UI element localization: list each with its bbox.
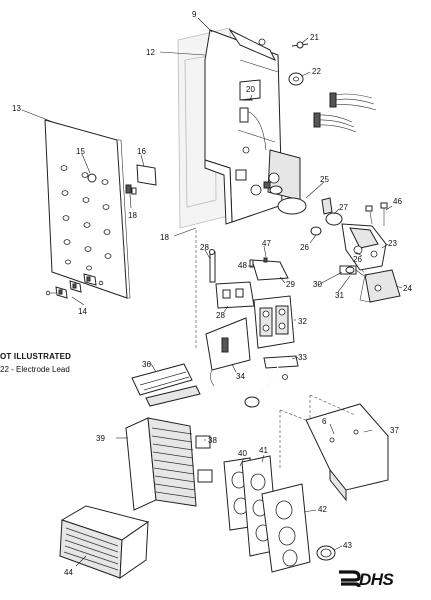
callout-23: 23 (388, 239, 397, 248)
callout-28b: 28 (216, 311, 225, 320)
wire-harness (313, 92, 377, 133)
callout-31: 31 (335, 291, 344, 300)
burner-tray-44 (59, 505, 150, 579)
callout-18: 18 (128, 211, 137, 220)
callout-25: 25 (320, 175, 329, 184)
callout-22: 22 (312, 67, 321, 76)
sight-glass-icon (87, 173, 97, 183)
callout-16: 16 (137, 147, 146, 156)
burner-36 (131, 361, 201, 407)
callout-43: 43 (343, 541, 352, 550)
panel-holes (60, 165, 112, 271)
callout-14: 14 (78, 307, 87, 316)
control-module-group (195, 79, 296, 387)
clip-18 (125, 184, 137, 209)
callout-15: 15 (76, 147, 85, 156)
callout-26b: 26 (353, 255, 362, 264)
callout-26: 26 (300, 243, 309, 252)
label-plate (136, 154, 157, 186)
callout-41: 41 (259, 446, 268, 455)
callout-6: 6 (322, 417, 327, 426)
callout-21: 21 (310, 33, 319, 42)
gas-valve-group (277, 181, 403, 303)
dhs-logo-text: DHS (359, 570, 394, 589)
callout-20: 20 (246, 85, 255, 94)
callout-39: 39 (96, 434, 105, 443)
callout-47: 47 (262, 239, 271, 248)
main-housing (159, 17, 301, 237)
not-illustrated-heading: OT ILLUSTRATED (0, 352, 72, 361)
heat-exchanger-39 (116, 417, 213, 511)
callout-38: 38 (208, 436, 217, 445)
coil-fins (151, 427, 197, 499)
callout-13: 13 (12, 104, 21, 113)
callout-12: 12 (146, 48, 155, 57)
grommet-22 (288, 71, 311, 86)
callout-24: 24 (403, 284, 412, 293)
callout-37: 37 (390, 426, 399, 435)
ring-43 (316, 545, 343, 561)
callout-18b: 18 (160, 233, 169, 242)
callout-36: 36 (142, 360, 151, 369)
callout-27: 27 (339, 203, 348, 212)
callout-32: 32 (298, 317, 307, 326)
electrode-21 (291, 37, 309, 49)
callout-28: 28 (200, 243, 209, 252)
callout-34: 34 (236, 372, 245, 381)
callout-40: 40 (238, 449, 247, 458)
callout-48: 48 (238, 261, 247, 270)
flue-collar-42 (261, 483, 317, 573)
callout-30: 30 (313, 280, 322, 289)
dhs-logo-mark-icon (339, 570, 361, 588)
callout-29: 29 (286, 280, 295, 289)
callout-42: 42 (318, 505, 327, 514)
dhs-logo: DHS (337, 567, 417, 593)
callout-33: 33 (298, 353, 307, 362)
callout-9: 9 (192, 10, 197, 19)
callout-44: 44 (64, 568, 73, 577)
front-cover-panel (21, 109, 131, 299)
cover-37 (279, 394, 389, 502)
bracket-set-14 (45, 273, 104, 306)
not-illustrated-item: 22 - Electrode Lead (0, 365, 70, 374)
callout-46: 46 (393, 197, 402, 206)
callout-labels: 9 12 13 15 16 18 18 14 21 22 20 25 27 46… (12, 10, 412, 577)
gas-tube-33 (244, 355, 299, 408)
